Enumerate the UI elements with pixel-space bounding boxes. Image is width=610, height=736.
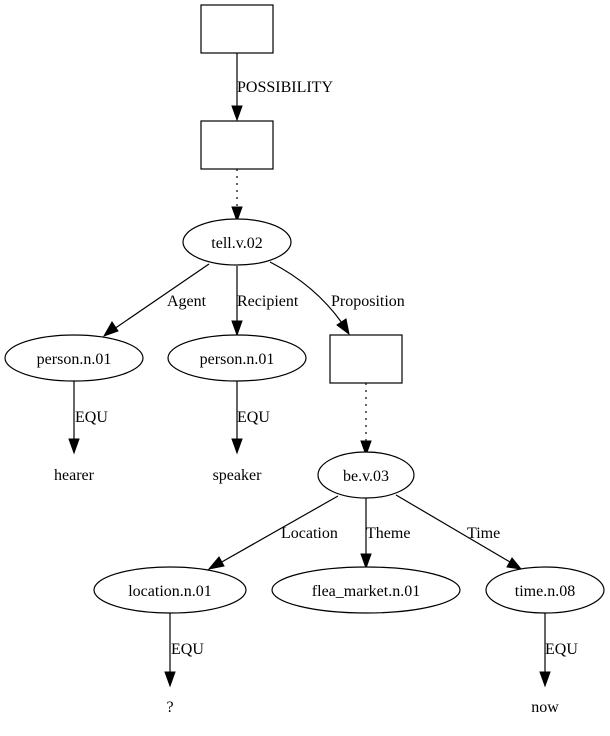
- edge-equ-unknown: EQU: [164, 613, 204, 688]
- edge-label-theme: Theme: [366, 525, 410, 542]
- edge-equ-now: EQU: [539, 613, 578, 688]
- edge-label-equ-3: EQU: [171, 641, 204, 658]
- node-person-agent: person.n.01: [4, 334, 144, 382]
- node-now: now: [531, 699, 559, 716]
- edge-label-possibility: POSSIBILITY: [237, 79, 333, 96]
- edge-theme: Theme: [360, 498, 410, 570]
- edge-equ-speaker: EQU: [231, 381, 270, 455]
- edge-label-location: Location: [281, 525, 338, 542]
- edge-location: Location: [207, 495, 339, 570]
- edge-box3-be: [360, 383, 372, 457]
- node-label-speaker: speaker: [213, 467, 263, 484]
- node-label-person-agent: person.n.01: [37, 351, 112, 368]
- edge-label-equ-2: EQU: [237, 409, 270, 426]
- node-location: location.n.01: [93, 566, 247, 614]
- node-person-recipient: person.n.01: [167, 334, 307, 382]
- node-flea-market: flea_market.n.01: [271, 566, 461, 614]
- edge-equ-hearer: EQU: [68, 381, 108, 455]
- edge-recipient: Recipient: [231, 266, 299, 337]
- edge-time: Time: [395, 494, 523, 570]
- edge-label-proposition: Proposition: [331, 293, 405, 310]
- node-label-person-recipient: person.n.01: [200, 351, 275, 368]
- node-time: time.n.08: [485, 566, 605, 614]
- node-box-possibility: [200, 4, 274, 54]
- edge-label-recipient: Recipient: [237, 293, 299, 310]
- node-box-proposition: [329, 334, 403, 384]
- node-label-now: now: [531, 699, 559, 716]
- node-box-tell: [200, 120, 274, 170]
- node-label-time: time.n.08: [515, 583, 575, 600]
- node-be: be.v.03: [317, 451, 415, 499]
- node-label-hearer: hearer: [54, 467, 95, 484]
- node-label-location: location.n.01: [128, 583, 212, 600]
- node-hearer: hearer: [54, 467, 95, 484]
- edge-label-time: Time: [467, 525, 500, 542]
- node-speaker: speaker: [213, 467, 263, 484]
- edge-label-equ-4: EQU: [545, 641, 578, 658]
- edge-box2-tell: [231, 169, 243, 223]
- edge-possibility: POSSIBILITY: [231, 53, 333, 122]
- node-tell: tell.v.02: [182, 218, 292, 266]
- edge-agent: Agent: [102, 263, 210, 337]
- node-label-tell: tell.v.02: [211, 235, 262, 252]
- edge-proposition: Proposition: [269, 261, 405, 336]
- node-label-unknown: ?: [166, 699, 173, 716]
- node-label-flea-market: flea_market.n.01: [312, 583, 420, 600]
- node-label-be: be.v.03: [343, 468, 389, 485]
- edge-label-equ-1: EQU: [75, 409, 108, 426]
- edge-label-agent: Agent: [167, 293, 207, 310]
- node-unknown: ?: [166, 699, 173, 716]
